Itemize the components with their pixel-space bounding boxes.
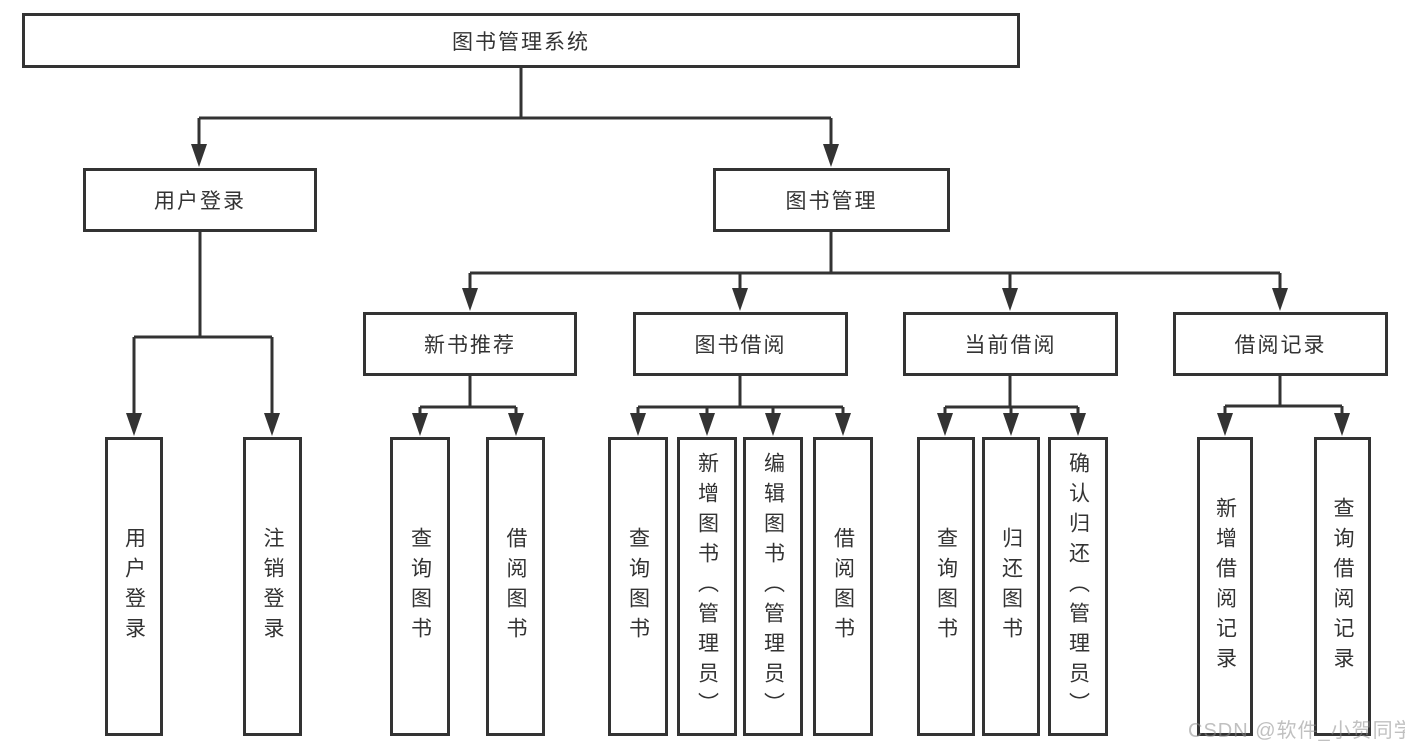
- node-label: 图书管理: [785, 190, 878, 213]
- connector-user-login: [126, 232, 280, 436]
- node-label: 查询借阅记录: [1331, 496, 1354, 677]
- leaf-confirm-return-admin: 确认归还（管理员）: [1048, 437, 1108, 736]
- node-borrowing-records: 借阅记录: [1173, 312, 1388, 376]
- leaf-edit-books-admin: 编辑图书（管理员）: [743, 437, 803, 736]
- leaf-logout: 注销登录: [243, 437, 302, 736]
- node-label: 用户登录: [122, 526, 146, 647]
- connector-root: [191, 68, 839, 167]
- leaf-add-books-admin: 新增图书（管理员）: [677, 437, 737, 736]
- leaf-query-books-rec: 查询图书: [390, 437, 450, 736]
- connector-borrow-records: [1217, 376, 1350, 436]
- node-label: 当前借阅: [964, 334, 1057, 357]
- node-current-borrowing: 当前借阅: [903, 312, 1118, 376]
- leaf-add-borrow-record: 新增借阅记录: [1197, 437, 1253, 736]
- leaf-query-books-borrow: 查询图书: [608, 437, 668, 736]
- node-label: 借阅记录: [1234, 334, 1327, 357]
- node-label: 编辑图书（管理员）: [761, 451, 785, 722]
- csdn-watermark: CSDN @软件_小贺同学: [1188, 720, 1405, 742]
- node-label: 图书管理系统: [452, 30, 590, 54]
- leaf-user-login: 用户登录: [105, 437, 163, 736]
- leaf-query-borrow-record: 查询借阅记录: [1314, 437, 1371, 736]
- node-label: 新增图书（管理员）: [695, 451, 719, 722]
- node-label: 确认归还（管理员）: [1066, 451, 1090, 722]
- node-new-book-recommendation: 新书推荐: [363, 312, 577, 376]
- node-label: 新书推荐: [424, 334, 516, 357]
- node-label: 用户登录: [154, 190, 246, 213]
- node-label: 图书借阅: [694, 334, 787, 357]
- node-label: 归还图书: [999, 526, 1023, 647]
- connector-book-management: [462, 232, 1288, 311]
- leaf-borrow-books-rec: 借阅图书: [486, 437, 545, 736]
- connector-book-borrow: [630, 376, 851, 436]
- leaf-return-books: 归还图书: [982, 437, 1040, 736]
- node-label: 借阅图书: [504, 526, 527, 647]
- node-label: 查询图书: [408, 526, 432, 647]
- node-label: 查询图书: [934, 526, 958, 647]
- node-root-system: 图书管理系统: [22, 13, 1020, 68]
- node-label: 查询图书: [626, 526, 650, 647]
- node-book-management-module: 图书管理: [713, 168, 950, 232]
- leaf-borrow-books: 借阅图书: [813, 437, 873, 736]
- connector-new-book-rec: [412, 376, 524, 436]
- node-label: 借阅图书: [831, 526, 855, 647]
- node-label: 新增借阅记录: [1213, 496, 1237, 677]
- connector-current-borrow: [937, 376, 1086, 436]
- node-user-login-module: 用户登录: [83, 168, 317, 232]
- leaf-query-books-current: 查询图书: [917, 437, 975, 736]
- node-book-borrowing: 图书借阅: [633, 312, 848, 376]
- node-label: 注销登录: [261, 526, 284, 647]
